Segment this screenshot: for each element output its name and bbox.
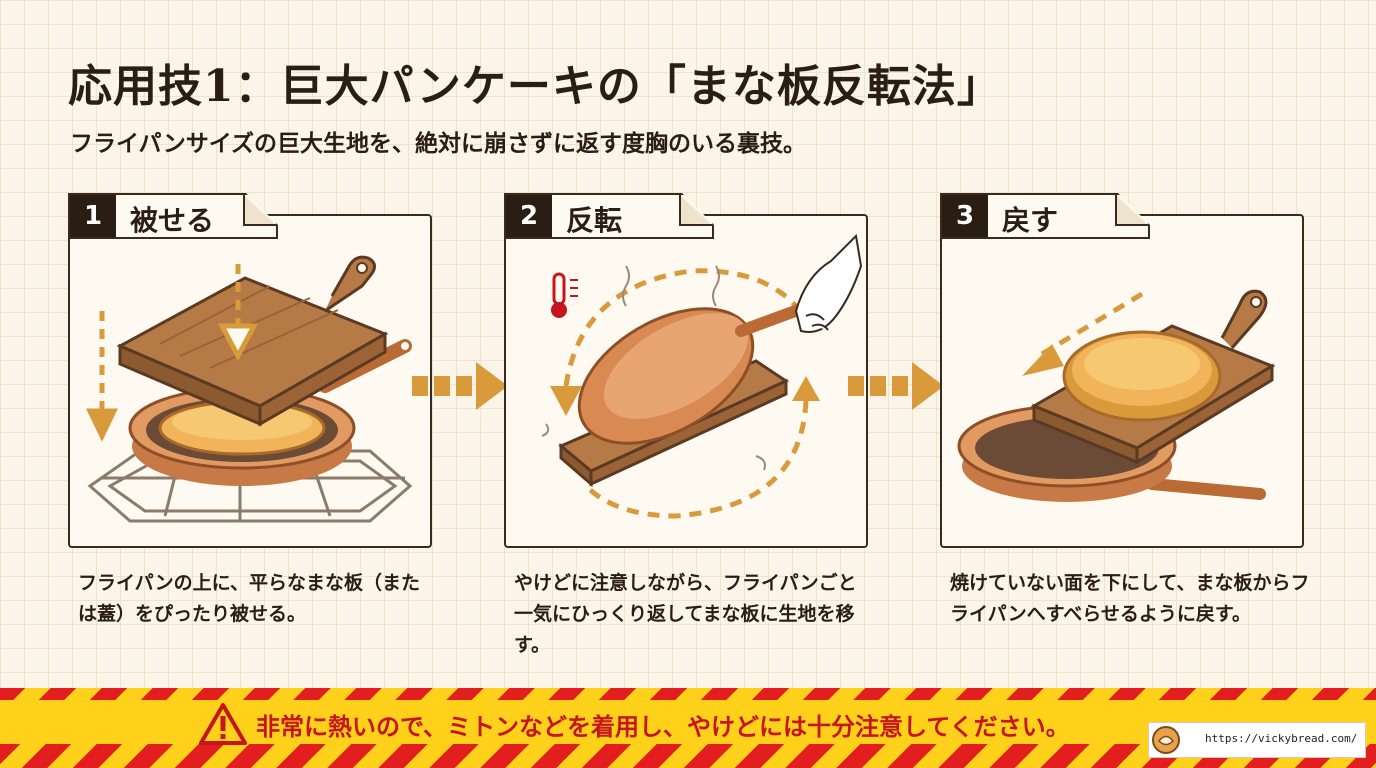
- step-3-number: 3: [942, 195, 988, 237]
- site-url-badge[interactable]: https://vickybread.com/: [1148, 722, 1366, 758]
- tab-fold-icon: [243, 195, 276, 226]
- step-1-illustration: [86, 255, 413, 523]
- step-2-illustration: [541, 233, 863, 519]
- down-arrow-icon: [86, 264, 259, 442]
- next-step-arrow-icon: [848, 362, 944, 410]
- tab-fold-icon: [1115, 195, 1148, 226]
- step-1-number: 1: [70, 195, 116, 237]
- warning-text: 非常に熱いので、ミトンなどを着用し、やけどには十分注意してください。: [256, 713, 1070, 741]
- bakery-logo-icon: [1152, 726, 1180, 754]
- step-1-description: フライパンの上に、平らなまな板（または蓋）をぴったり被せる。: [78, 572, 421, 625]
- step-3-label: 戻す: [1002, 204, 1059, 237]
- step-2-panel: [504, 214, 868, 548]
- warning-bar: 非常に熱いので、ミトンなどを着用し、やけどには十分注意してください。: [0, 688, 1376, 768]
- step-1-label: 被せる: [130, 204, 215, 237]
- thermometer-icon: [551, 272, 578, 318]
- warning-triangle-icon: [199, 703, 247, 745]
- tab-fold-icon: [679, 195, 712, 226]
- site-url[interactable]: https://vickybread.com/: [1205, 732, 1358, 745]
- heat-lines-icon: [541, 265, 766, 471]
- step-2-number: 2: [506, 195, 552, 237]
- step-2-label: 反転: [566, 204, 623, 237]
- step-3-panel: [940, 214, 1304, 548]
- step-3-description: 焼けていない面を下にして、まな板からフライパンへすべらせるように戻す。: [950, 572, 1310, 625]
- rotate-arrow-icon: [563, 268, 809, 519]
- step-2-description: やけどに注意しながら、フライパンごと一気にひっくり返してまな板に生地を移す。: [514, 572, 857, 656]
- hand-icon: [794, 233, 863, 333]
- cutting-board-icon: [116, 255, 389, 427]
- page-subtitle: フライパンサイズの巨大生地を、絶対に崩さずに返す度胸のいる裏技。: [70, 131, 806, 157]
- step-1-panel: [68, 214, 432, 548]
- step-3-illustration: [957, 289, 1276, 502]
- page-title: 応用技1：巨大パンケーキの「まな板反転法」: [68, 61, 1002, 112]
- next-step-arrow-icon: [412, 362, 508, 410]
